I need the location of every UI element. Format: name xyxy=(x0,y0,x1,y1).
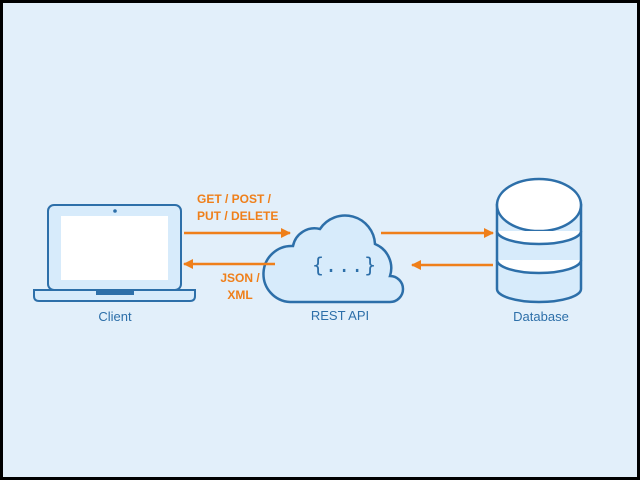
request-methods-label: GET / POST / PUT / DELETE xyxy=(197,191,278,225)
request-methods-line-2: PUT / DELETE xyxy=(197,209,279,223)
rest-api-label: REST API xyxy=(310,308,370,323)
response-formats-label: JSON / XML xyxy=(200,270,280,304)
database-icon xyxy=(495,177,583,304)
request-methods-line-1: GET / POST / xyxy=(197,192,272,206)
response-formats-line-1: JSON / xyxy=(220,271,260,285)
client-label: Client xyxy=(98,309,132,324)
response-formats-line-2: XML xyxy=(227,288,253,302)
api-symbol: {...} xyxy=(312,253,378,277)
cloud-icon xyxy=(262,214,405,304)
laptop-icon xyxy=(33,204,196,302)
database-label: Database xyxy=(513,309,569,324)
